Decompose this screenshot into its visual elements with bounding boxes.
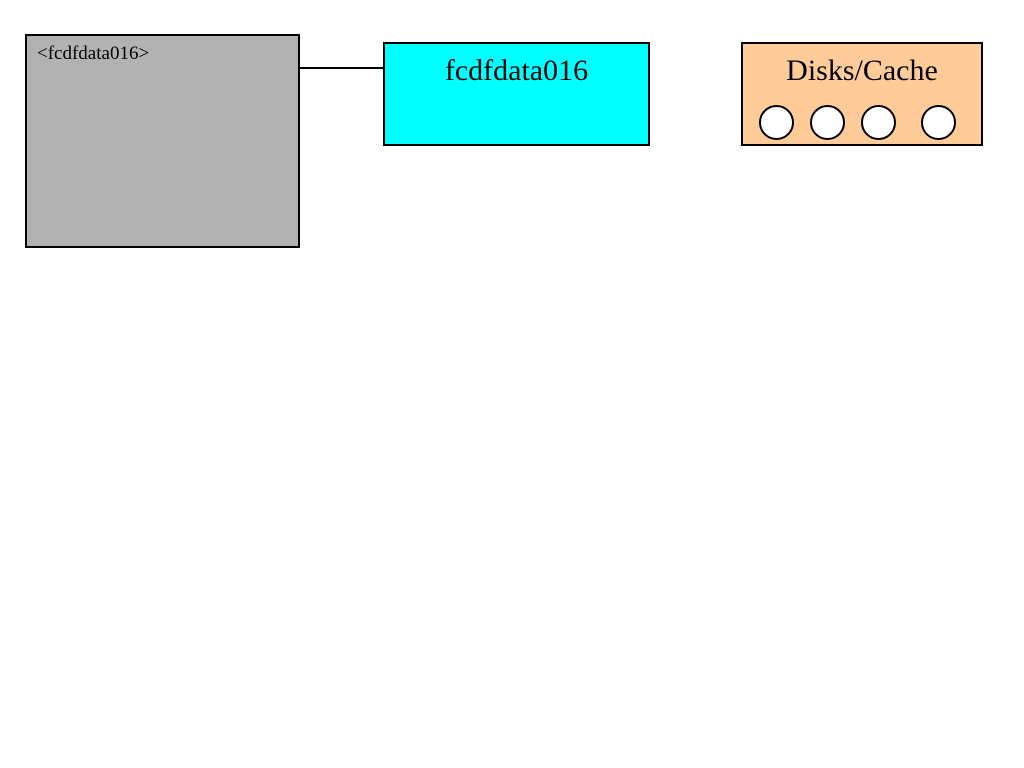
host-group-label: <fcdfdata016>: [37, 43, 150, 64]
disk-icon: [861, 105, 896, 140]
disk-icon: [921, 105, 956, 140]
host-node-box: fcdfdata016: [383, 42, 650, 146]
disks-cache-label: Disks/Cache: [786, 54, 938, 87]
disk-icon: [810, 105, 845, 140]
disks-cache-box: Disks/Cache: [741, 42, 983, 146]
host-group-box: <fcdfdata016>: [25, 34, 300, 248]
disk-icon: [759, 105, 794, 140]
host-node-label: fcdfdata016: [444, 54, 589, 87]
connector-line: [300, 67, 384, 69]
